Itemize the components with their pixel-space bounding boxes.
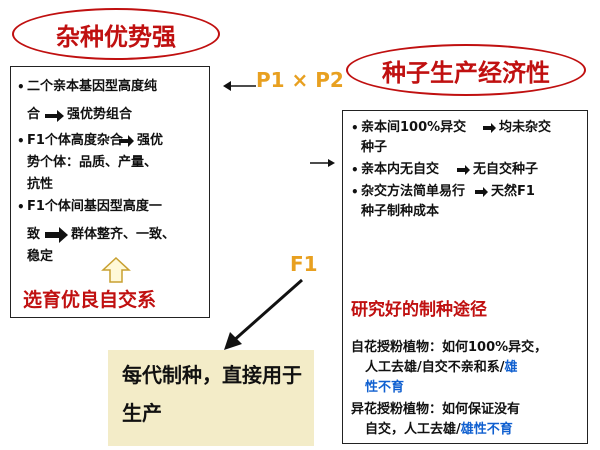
right-item-3-line-1a: 杂交方法简单易行: [351, 181, 465, 203]
left-item-1-line-2b: 强优势组合: [67, 107, 133, 122]
arrow-right-icon: [475, 187, 488, 197]
right-item-1-line-1b: 均未杂交: [499, 120, 552, 135]
right-item-1-line-2: 种子: [361, 140, 388, 155]
arrow-left-icon: [223, 81, 256, 91]
right-item-1-line-1a: 亲本间100%异交: [351, 117, 466, 139]
self-pollinated-line-2: 人工去雄/自交不亲和系/雄: [365, 357, 518, 379]
arrow-right-icon: [119, 135, 134, 147]
heterosis-title: 杂种优势强: [56, 22, 176, 51]
diagonal-arrow-icon: [224, 278, 303, 350]
right-item-3-line-1b: 天然F1: [491, 184, 535, 199]
self-pollinated-line-3: 性不育: [365, 380, 405, 395]
arrow-right-icon: [45, 227, 68, 243]
left-item-3-line-1: F1个体间基因型高度一: [17, 195, 162, 219]
arrow-right-icon: [45, 110, 64, 122]
right-item-3-line-2: 种子制种成本: [361, 204, 440, 219]
left-item-3-line-2b: 群体整齐、一致、: [71, 227, 176, 242]
self-pollinated-line-2-blue: 雄: [504, 360, 518, 375]
seed-economy-title: 种子生产经济性: [382, 58, 550, 87]
bottom-note-box: 每代制种，直接用于生产: [108, 350, 314, 446]
cross-pollinated-line-2-blue: 雄性不育: [460, 422, 513, 437]
left-item-3-line-3: 稳定: [27, 249, 54, 264]
right-item-2-line-1b: 无自交种子: [473, 162, 539, 177]
seed-economy-title-oval: 种子生产经济性: [346, 44, 586, 96]
left-item-2-line-2: 势个体：品质、产量、: [27, 155, 158, 170]
left-info-box: 二个亲本基因型高度纯 合 强优势组合 F1个体高度杂合 强优 势个体：品质、产量…: [10, 66, 210, 318]
right-info-box: 亲本间100%异交 均未杂交 种子 亲本内无自交 无自交种子 杂交方法简单易行 …: [342, 110, 588, 444]
cross-pollinated-line-2: 自交，人工去雄/雄性不育: [365, 419, 513, 441]
f1-label: F1: [290, 252, 318, 276]
right-heading: 研究好的制种途径: [351, 300, 487, 320]
heterosis-title-oval: 杂种优势强: [12, 8, 220, 60]
cross-pollinated-label: 异花授粉植物：如何保证没有: [351, 402, 521, 417]
arrow-right-icon: [483, 123, 496, 133]
self-pollinated-line-2-text: 人工去雄/自交不亲和系/: [365, 360, 505, 375]
left-item-3-line-2a: 致: [27, 227, 41, 242]
left-item-1-line-2a: 合: [27, 107, 41, 122]
arrow-right-icon: [457, 165, 470, 175]
cross-label: P1 × P2: [256, 68, 344, 92]
right-item-2-line-1a: 亲本内无自交: [351, 159, 439, 181]
left-box-footer: 选育优良自交系: [23, 289, 157, 311]
left-item-2-line-1a: F1个体高度杂合: [17, 129, 123, 153]
cross-pollinated-line-2-text: 自交，人工去雄/: [365, 422, 461, 437]
bottom-note-text: 每代制种，直接用于生产: [122, 363, 302, 425]
arrow-right-icon: [310, 159, 335, 167]
up-arrow-icon: [101, 257, 131, 283]
left-item-1-line-1: 二个亲本基因型高度纯: [17, 75, 157, 99]
self-pollinated-label: 自花授粉植物：如何100%异交，: [351, 340, 548, 355]
left-item-2-line-3: 抗性: [27, 177, 54, 192]
left-item-2-line-1b: 强优: [137, 133, 164, 148]
